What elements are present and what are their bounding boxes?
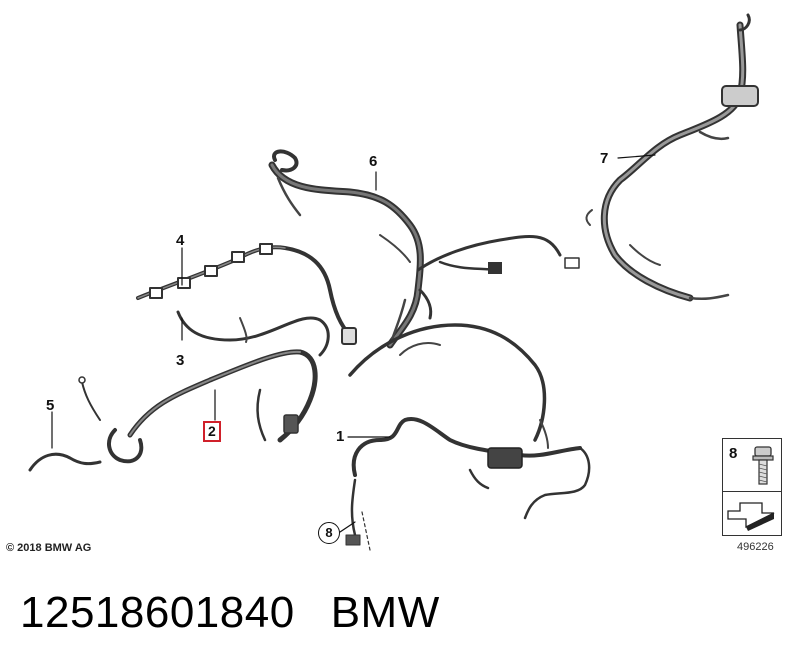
callout-4: 4 bbox=[176, 232, 185, 249]
brand-name: BMW bbox=[330, 588, 440, 637]
callout-6: 6 bbox=[369, 153, 378, 170]
harness-4 bbox=[136, 243, 357, 345]
harness-8-piece bbox=[345, 478, 371, 551]
callout-2: 2 bbox=[203, 421, 221, 442]
parts-box-divider bbox=[723, 491, 781, 492]
copyright-notice: © 2018 BMW AG bbox=[6, 542, 92, 554]
footer-caption: 12518601840 BMW bbox=[20, 588, 440, 638]
arrow-icon bbox=[727, 502, 775, 531]
callout-3: 3 bbox=[176, 352, 185, 369]
parts-legend-box: 8 bbox=[722, 438, 782, 536]
diagram-reference-number: 496226 bbox=[737, 541, 774, 553]
callout-5: 5 bbox=[46, 397, 55, 414]
leader-lines bbox=[51, 154, 656, 533]
callout-1: 1 bbox=[336, 428, 345, 445]
callout-7: 7 bbox=[600, 150, 609, 167]
parts-box-number: 8 bbox=[729, 445, 738, 462]
harness-7 bbox=[585, 13, 759, 302]
harness-1 bbox=[348, 323, 591, 520]
callout-8: 8 bbox=[318, 522, 340, 544]
wiring-harness-diagram bbox=[28, 13, 759, 551]
harness-6 bbox=[268, 149, 580, 349]
part-number: 12518601840 bbox=[20, 588, 295, 637]
harness-5 bbox=[28, 376, 102, 472]
harness-2 bbox=[107, 349, 318, 464]
bolt-icon bbox=[752, 446, 774, 485]
harness-3 bbox=[176, 310, 330, 357]
